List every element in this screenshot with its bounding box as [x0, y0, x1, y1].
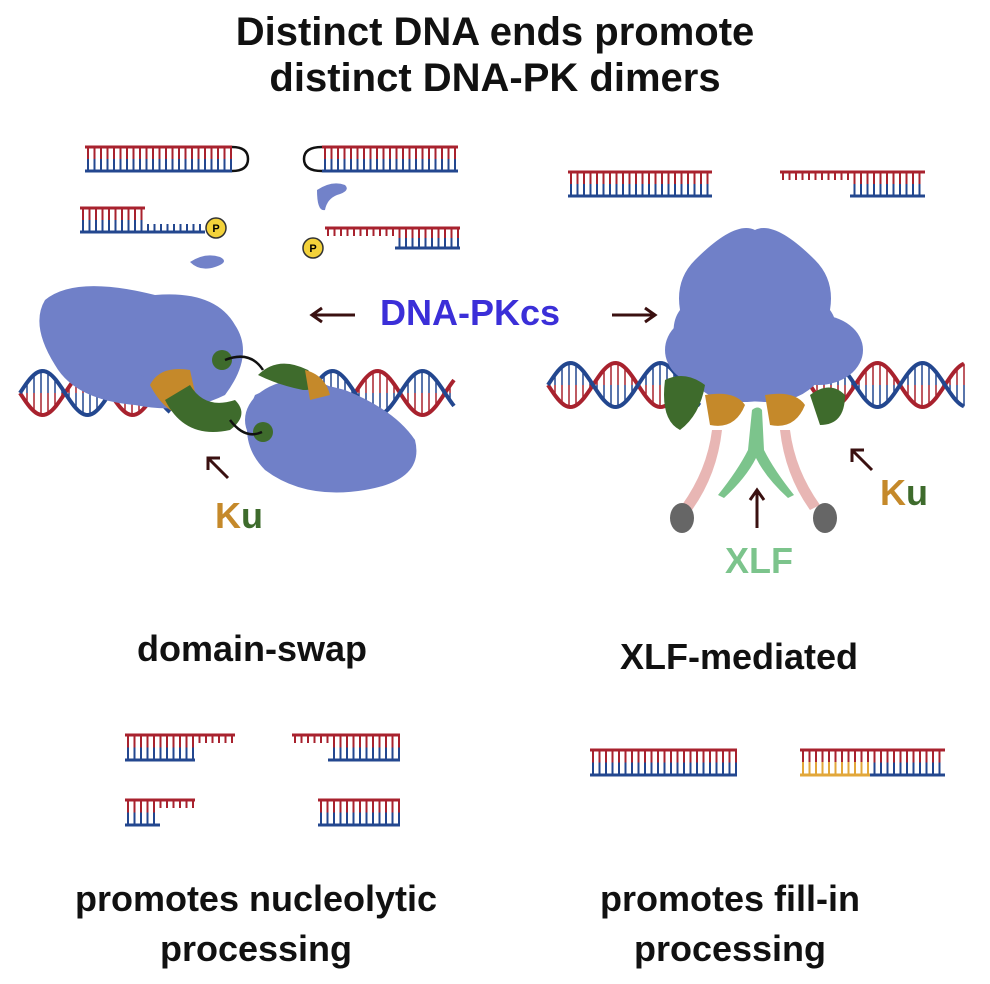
arrows	[206, 306, 874, 528]
title-line-1: Distinct DNA ends promote	[235, 10, 755, 54]
phosphate-label: P	[212, 223, 219, 235]
outcome-right-2: processing	[633, 928, 827, 969]
dna-end	[318, 798, 400, 827]
dna-end	[125, 798, 195, 827]
title-line-2: distinct DNA-PK dimers	[269, 56, 721, 100]
dna-end	[292, 733, 400, 762]
ku-u: u	[906, 472, 928, 513]
dna-end	[780, 170, 925, 198]
phosphate-icon	[205, 217, 227, 239]
dna-end	[568, 170, 712, 198]
xrcc4-lig4	[670, 430, 837, 533]
phosphate-label: P	[309, 243, 316, 255]
dna-end	[80, 206, 205, 234]
ku-heterodimer-right	[664, 376, 845, 430]
outcome-right-1: promotes fill-in	[600, 878, 860, 919]
xlf-label: XLF	[725, 540, 793, 581]
dna-end-schematics	[80, 145, 945, 827]
dnapkcs-domain-swap-dimer	[39, 286, 417, 493]
ku-label-left: Ku	[215, 495, 263, 537]
hairpin-loop	[302, 145, 323, 173]
hairpin-loop	[231, 145, 250, 173]
ku-k: K	[215, 495, 241, 536]
arrow-right	[612, 306, 658, 324]
outcome-left-2: processing	[159, 928, 353, 969]
mode-domain-swap: domain-swap	[137, 628, 368, 669]
phosphate-icon	[302, 237, 324, 259]
ku-heterodimer-left	[150, 350, 330, 442]
ku-label-right: Ku	[880, 472, 928, 514]
outcome-left-1: promotes nucleolytic	[74, 878, 438, 919]
mode-xlf-mediated: XLF-mediated	[620, 636, 859, 677]
dna-end	[322, 145, 458, 173]
arrow-ku-left	[206, 456, 230, 480]
dna-end	[325, 226, 460, 250]
arrow-ku-right	[850, 448, 874, 472]
dna-end	[85, 145, 232, 173]
arrow-left	[309, 306, 355, 324]
nuclease-fragment	[190, 255, 224, 269]
nuclease-fragment	[317, 183, 347, 211]
arrow-xlf	[748, 487, 766, 528]
dnapkcs-xlf-dimer	[665, 228, 863, 402]
ku-u: u	[241, 495, 263, 536]
xlf-dimer	[718, 407, 794, 498]
dna-end	[590, 748, 737, 777]
dna-end	[125, 733, 235, 762]
fill-in-segment	[800, 762, 870, 777]
dnapkcs-label: DNA-PKcs	[380, 292, 561, 333]
ku-k: K	[880, 472, 906, 513]
